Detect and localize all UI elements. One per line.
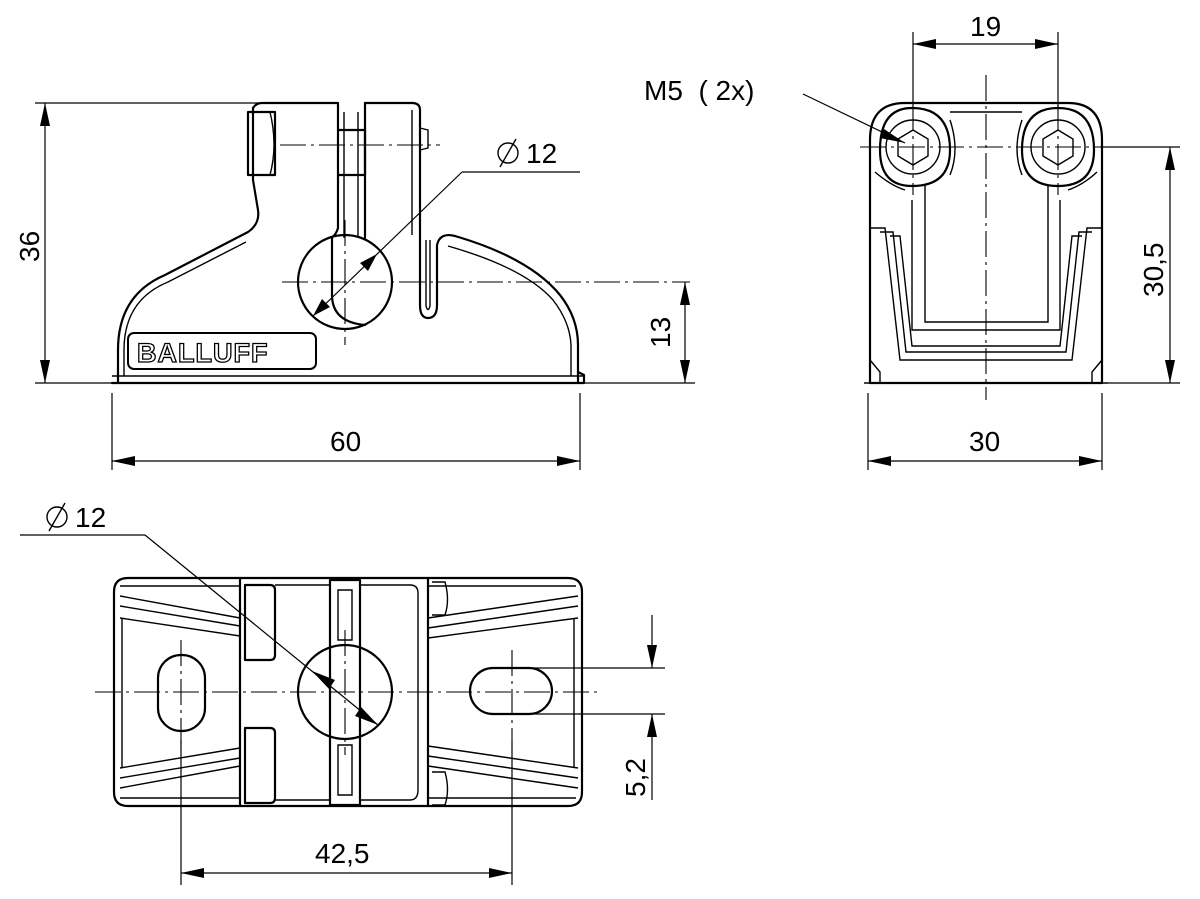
front-inner-line (123, 241, 247, 376)
screw-height-label: 30,5 (1138, 243, 1169, 298)
side-body-outline (868, 101, 1104, 385)
front-clamp-gap (336, 128, 367, 177)
top-slot-right (468, 666, 554, 716)
slot-spacing-label: 42,5 (315, 838, 370, 869)
front-clamp-left (246, 110, 277, 177)
balluff-logo-text: BALLUFF (137, 338, 268, 368)
top-body-outline (112, 576, 584, 808)
front-body-outline (116, 101, 367, 385)
top-view: 12 5,2 42,5 (20, 502, 665, 885)
side-view: M5 ( 2x) 19 30,5 30 (644, 11, 1180, 470)
diameter-symbol-icon (497, 142, 519, 164)
front-hole-height-label: 13 (645, 317, 676, 348)
front-view: 12 BALLUFF 36 13 60 (14, 101, 695, 470)
front-inner-line-right (447, 245, 572, 376)
screw-spacing-label: 19 (970, 11, 1001, 42)
front-slot-inner (425, 240, 431, 311)
front-height-label: 36 (14, 231, 45, 262)
front-diameter-label: 12 (526, 138, 557, 169)
slot-offset-label: 5,2 (620, 758, 651, 797)
top-diameter-label: 12 (75, 502, 106, 533)
front-base (110, 370, 586, 385)
top-diameter-callout: 12 (46, 502, 106, 533)
front-width-label: 60 (330, 426, 361, 457)
side-width-label: 30 (969, 426, 1000, 457)
front-right-body (363, 101, 580, 385)
balluff-logo: BALLUFF (127, 332, 317, 370)
front-diameter-callout: 12 (497, 138, 557, 169)
screw-callout-label: M5 ( 2x) (644, 75, 754, 106)
diameter-symbol-icon (46, 506, 68, 528)
